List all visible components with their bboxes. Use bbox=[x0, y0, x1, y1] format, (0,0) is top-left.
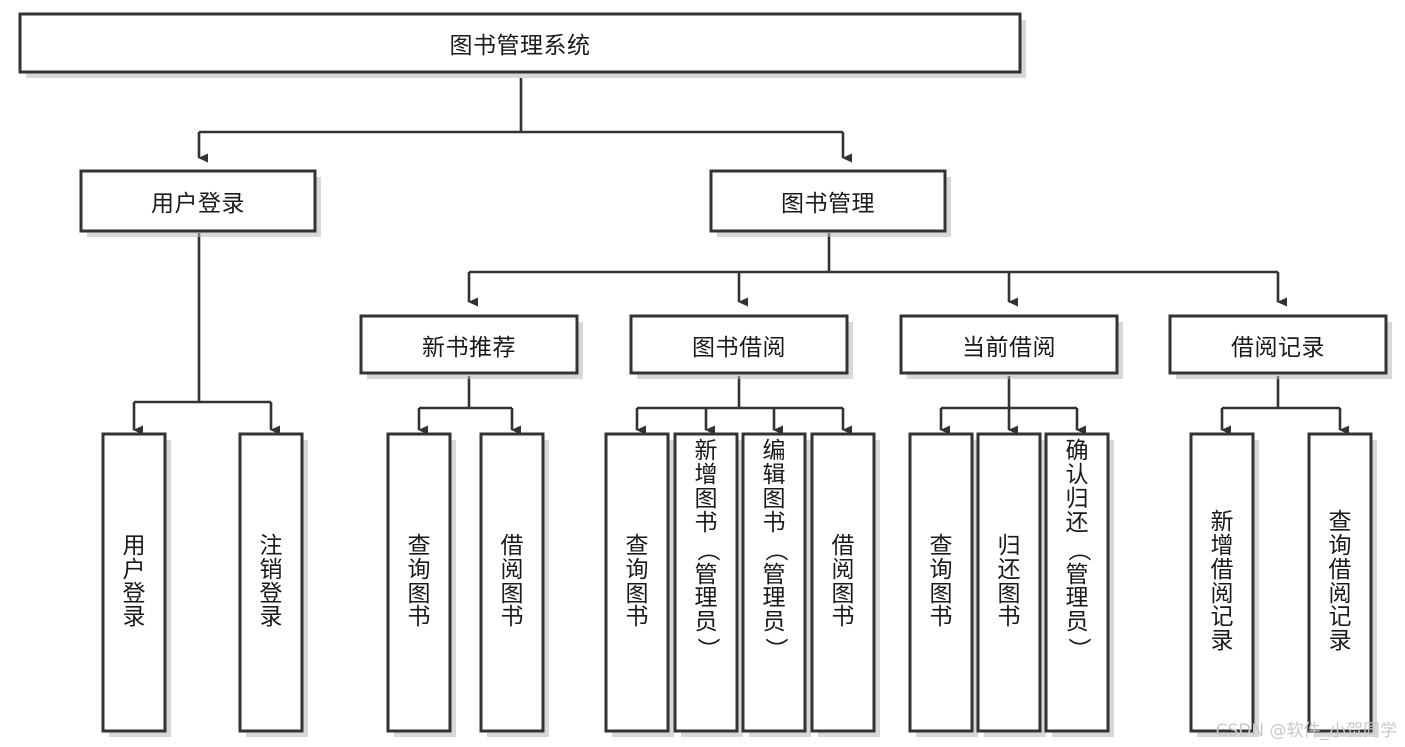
node-leaf-borrow-book-1[interactable] bbox=[479, 432, 549, 737]
node-leaf-query-book-3-rect bbox=[908, 432, 974, 733]
node-new-book-recommend-rect bbox=[359, 314, 579, 375]
node-leaf-return-book[interactable] bbox=[976, 432, 1046, 737]
node-leaf-user-login-rect bbox=[101, 432, 167, 733]
node-leaf-borrow-book-2-rect bbox=[810, 432, 876, 733]
node-root-rect bbox=[18, 12, 1022, 74]
node-leaf-confirm-return[interactable] bbox=[1044, 432, 1114, 737]
node-leaf-confirm-return-rect bbox=[1044, 432, 1110, 733]
node-leaf-query-book-2-rect bbox=[604, 432, 670, 733]
connectors-root-to-level1 bbox=[197, 78, 852, 163]
node-leaf-query-record-rect bbox=[1307, 432, 1373, 733]
node-leaf-edit-book[interactable] bbox=[741, 432, 811, 737]
node-leaf-query-book-2[interactable] bbox=[604, 432, 674, 737]
node-borrow-record[interactable] bbox=[1168, 314, 1392, 379]
node-leaf-user-login[interactable] bbox=[101, 432, 171, 737]
node-leaf-logout-rect bbox=[238, 432, 304, 733]
node-leaf-add-record[interactable] bbox=[1189, 432, 1259, 737]
node-new-book-recommend[interactable] bbox=[359, 314, 583, 379]
connectors-user-login-to-leaves bbox=[132, 233, 280, 435]
node-leaf-add-book[interactable] bbox=[673, 432, 743, 737]
connectors-new-book-recommend-to-leaves bbox=[417, 376, 521, 435]
node-leaf-borrow-book-2[interactable] bbox=[810, 432, 880, 737]
node-leaf-add-record-rect bbox=[1189, 432, 1255, 733]
node-leaf-add-book-rect bbox=[673, 432, 739, 733]
connectors-book-borrow-to-leaves bbox=[635, 376, 852, 435]
node-book-manage-rect bbox=[709, 169, 947, 233]
node-leaf-edit-book-rect bbox=[741, 432, 807, 733]
node-user-login-rect bbox=[79, 169, 317, 233]
node-book-borrow[interactable] bbox=[629, 314, 853, 379]
node-borrow-record-rect bbox=[1168, 314, 1388, 375]
node-book-manage[interactable] bbox=[709, 169, 951, 237]
connectors-current-borrow-to-leaves bbox=[939, 376, 1086, 435]
node-leaf-query-book-1[interactable] bbox=[386, 432, 456, 737]
node-leaf-query-book-3[interactable] bbox=[908, 432, 978, 737]
node-leaf-borrow-book-1-rect bbox=[479, 432, 545, 733]
node-leaf-logout[interactable] bbox=[238, 432, 308, 737]
node-leaf-query-record[interactable] bbox=[1307, 432, 1377, 737]
node-leaf-query-book-1-rect bbox=[386, 432, 452, 733]
node-user-login[interactable] bbox=[79, 169, 321, 237]
node-current-borrow[interactable] bbox=[899, 314, 1123, 379]
node-leaf-return-book-rect bbox=[976, 432, 1042, 733]
node-root[interactable] bbox=[18, 12, 1026, 78]
node-current-borrow-rect bbox=[899, 314, 1119, 375]
node-book-borrow-rect bbox=[629, 314, 849, 375]
connectors-borrow-record-to-leaves bbox=[1220, 376, 1349, 435]
connectors-book-manage-to-level2 bbox=[467, 233, 1287, 307]
